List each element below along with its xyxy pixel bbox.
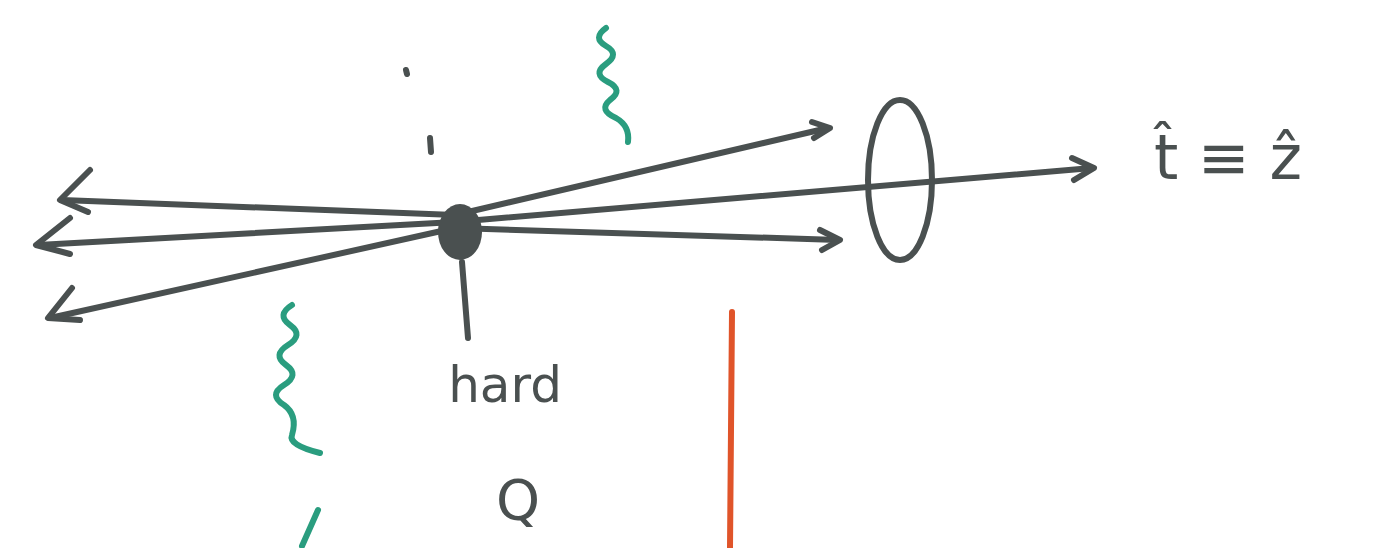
vertex-label: hard [448, 360, 562, 410]
arrow-head [820, 230, 840, 250]
hard-vertex [438, 204, 482, 260]
arrow-head [1072, 158, 1094, 180]
scale-label: Q [496, 472, 540, 528]
arrow-head [48, 288, 80, 320]
track-line [455, 228, 838, 240]
gluon-squiggle [302, 510, 318, 546]
thrust-axis [455, 168, 1092, 222]
leader-line [462, 262, 468, 338]
gluon-squiggle [599, 28, 628, 142]
arrow-head [812, 122, 830, 138]
arrow-head [60, 170, 90, 212]
arrow-head [36, 218, 70, 254]
cut-line [730, 312, 732, 548]
axis-label: t̂ ≡ ẑ [1154, 127, 1302, 189]
track-line [455, 128, 828, 215]
track-line [50, 228, 455, 318]
track-line [62, 200, 455, 215]
dot [406, 70, 407, 74]
hemisphere-ellipse [868, 100, 932, 260]
gluon-squiggle [276, 305, 320, 453]
dot [430, 138, 431, 152]
